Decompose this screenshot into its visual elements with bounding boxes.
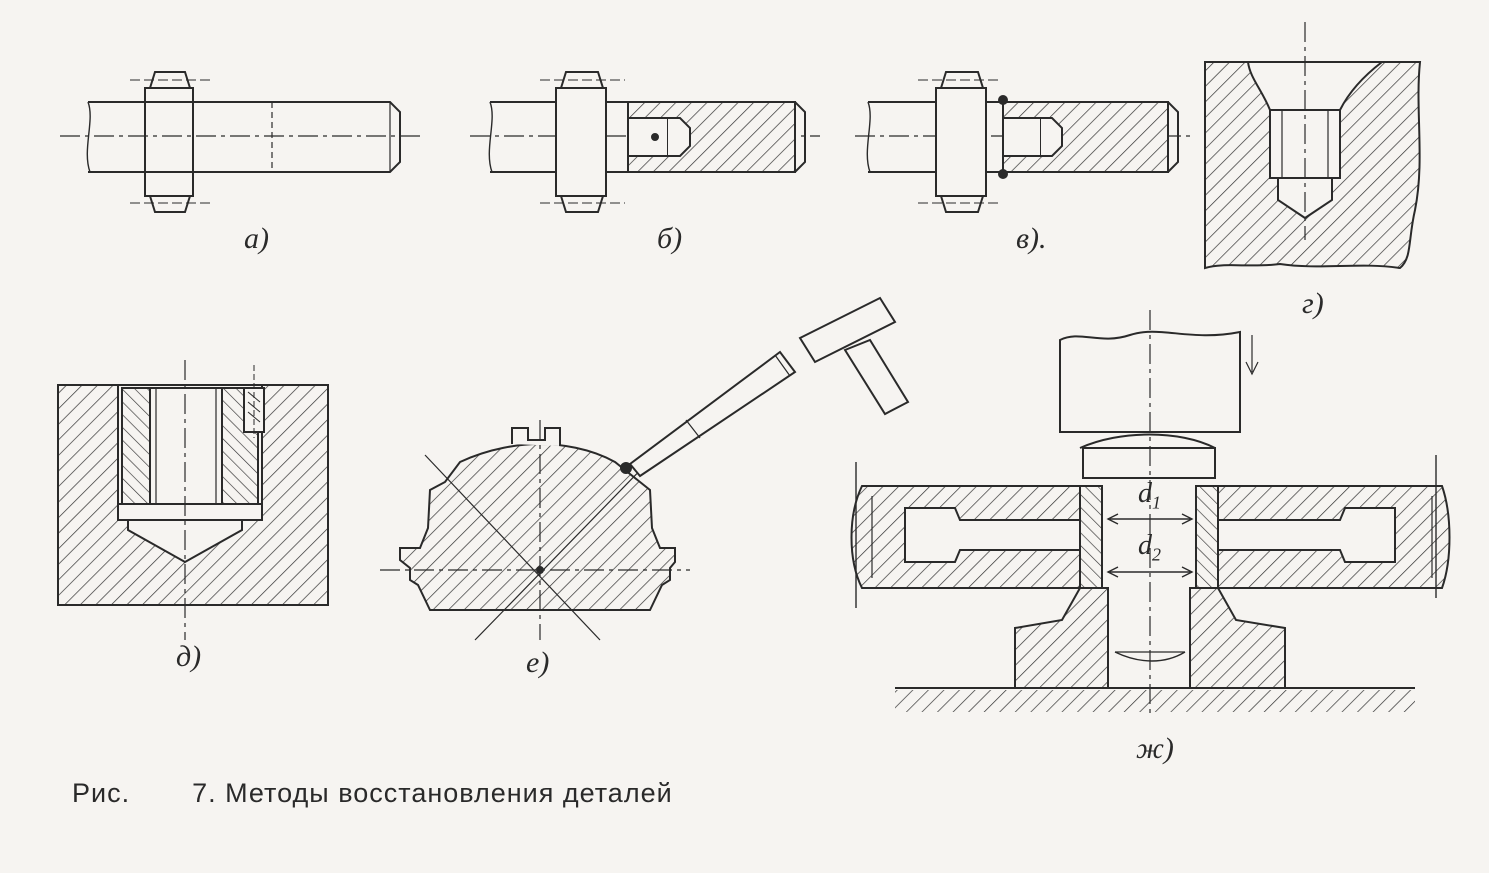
dimension-d2: d2 [1138, 530, 1161, 565]
fig-zh-press [850, 310, 1451, 716]
fig-d-housing [57, 360, 329, 640]
caption-number: 7. [192, 778, 217, 808]
label-fig-g: г) [1302, 287, 1324, 320]
dimension-d1: d1 [1138, 478, 1161, 513]
label-fig-d: д) [176, 640, 202, 673]
caption-text: Методы восстановления деталей [225, 778, 673, 808]
label-fig-a: а) [244, 222, 269, 255]
fig-e-gear [380, 296, 910, 641]
caption-prefix: Рис. [72, 778, 131, 808]
figure-caption: Рис. 7. Методы восстановления деталей [72, 778, 673, 809]
fig-v-shaft [855, 71, 1190, 213]
fig-a-shaft [60, 71, 420, 213]
fig-g-housing [1204, 22, 1422, 270]
fig-b-shaft [470, 71, 820, 213]
label-fig-zh: ж) [1136, 732, 1174, 765]
label-fig-e: е) [526, 646, 550, 679]
label-fig-b: б) [657, 222, 683, 255]
label-fig-v: в). [1016, 222, 1047, 255]
